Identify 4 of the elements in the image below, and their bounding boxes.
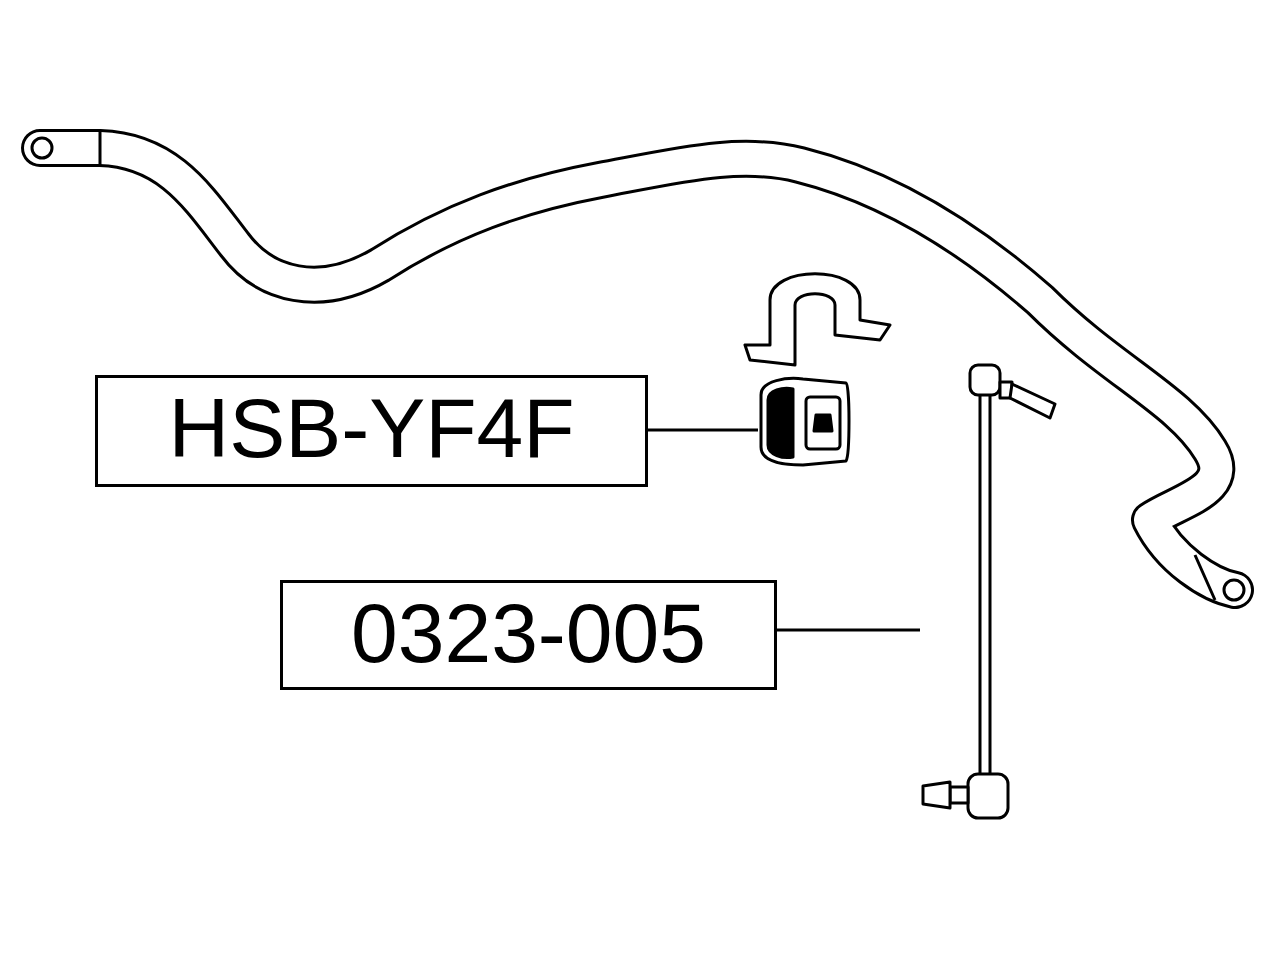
- part-number-label: HSB-YF4F: [95, 375, 648, 487]
- leader-line: [777, 628, 920, 632]
- leader-line: [648, 428, 758, 432]
- part-number-label: 0323-005: [280, 580, 777, 690]
